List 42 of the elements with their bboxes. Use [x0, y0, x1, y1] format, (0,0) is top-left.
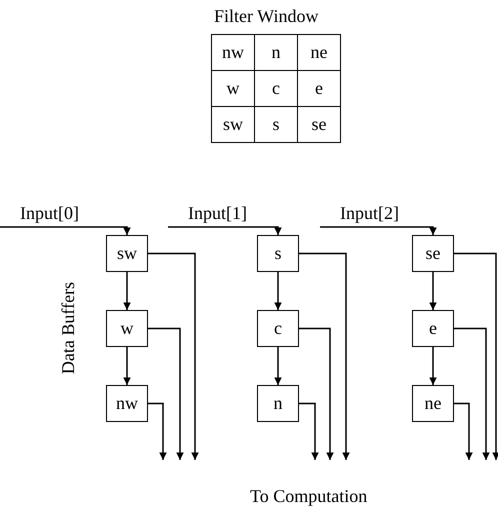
arrow	[454, 252, 498, 460]
arrow	[123, 347, 131, 385]
table-cell: w	[212, 70, 254, 106]
arrow	[299, 252, 350, 460]
arrow	[0, 226, 131, 235]
table-cell: e	[298, 70, 340, 106]
arrow	[320, 226, 437, 235]
table-title: Filter Window	[214, 6, 318, 26]
edge-label: Input[1]	[188, 203, 247, 223]
buffer-box: c	[257, 310, 299, 347]
table-cell: c	[254, 70, 298, 106]
edge-label: Input[0]	[20, 203, 79, 223]
arrow	[168, 226, 282, 235]
table-cell: s	[254, 106, 298, 142]
axis-label: Data Buffers	[58, 282, 78, 374]
buffer-box: sw	[106, 235, 148, 272]
buffer-box: e	[412, 310, 454, 347]
buffer-box: ne	[412, 385, 454, 422]
arrow	[429, 272, 437, 310]
arrow	[454, 328, 490, 460]
table-cell: ne	[298, 34, 340, 70]
arrow	[299, 328, 334, 460]
arrow	[274, 272, 282, 310]
buffer-box: s	[257, 235, 299, 272]
arrow	[454, 402, 473, 460]
arrow	[274, 347, 282, 385]
buffer-box: w	[106, 310, 148, 347]
arrow	[429, 347, 437, 385]
arrow	[148, 252, 199, 460]
arrow	[299, 402, 319, 460]
buffer-box: se	[412, 235, 454, 272]
arrow	[148, 328, 184, 460]
table-cell: se	[298, 106, 340, 142]
arrow	[148, 402, 167, 460]
table-cell: n	[254, 34, 298, 70]
buffer-box: nw	[106, 385, 148, 422]
table-cell: sw	[212, 106, 254, 142]
output-label: To Computation	[250, 486, 368, 506]
table-cell: nw	[212, 34, 254, 70]
buffer-box: n	[257, 385, 299, 422]
arrow	[123, 272, 131, 310]
edge-label: Input[2]	[340, 203, 399, 223]
